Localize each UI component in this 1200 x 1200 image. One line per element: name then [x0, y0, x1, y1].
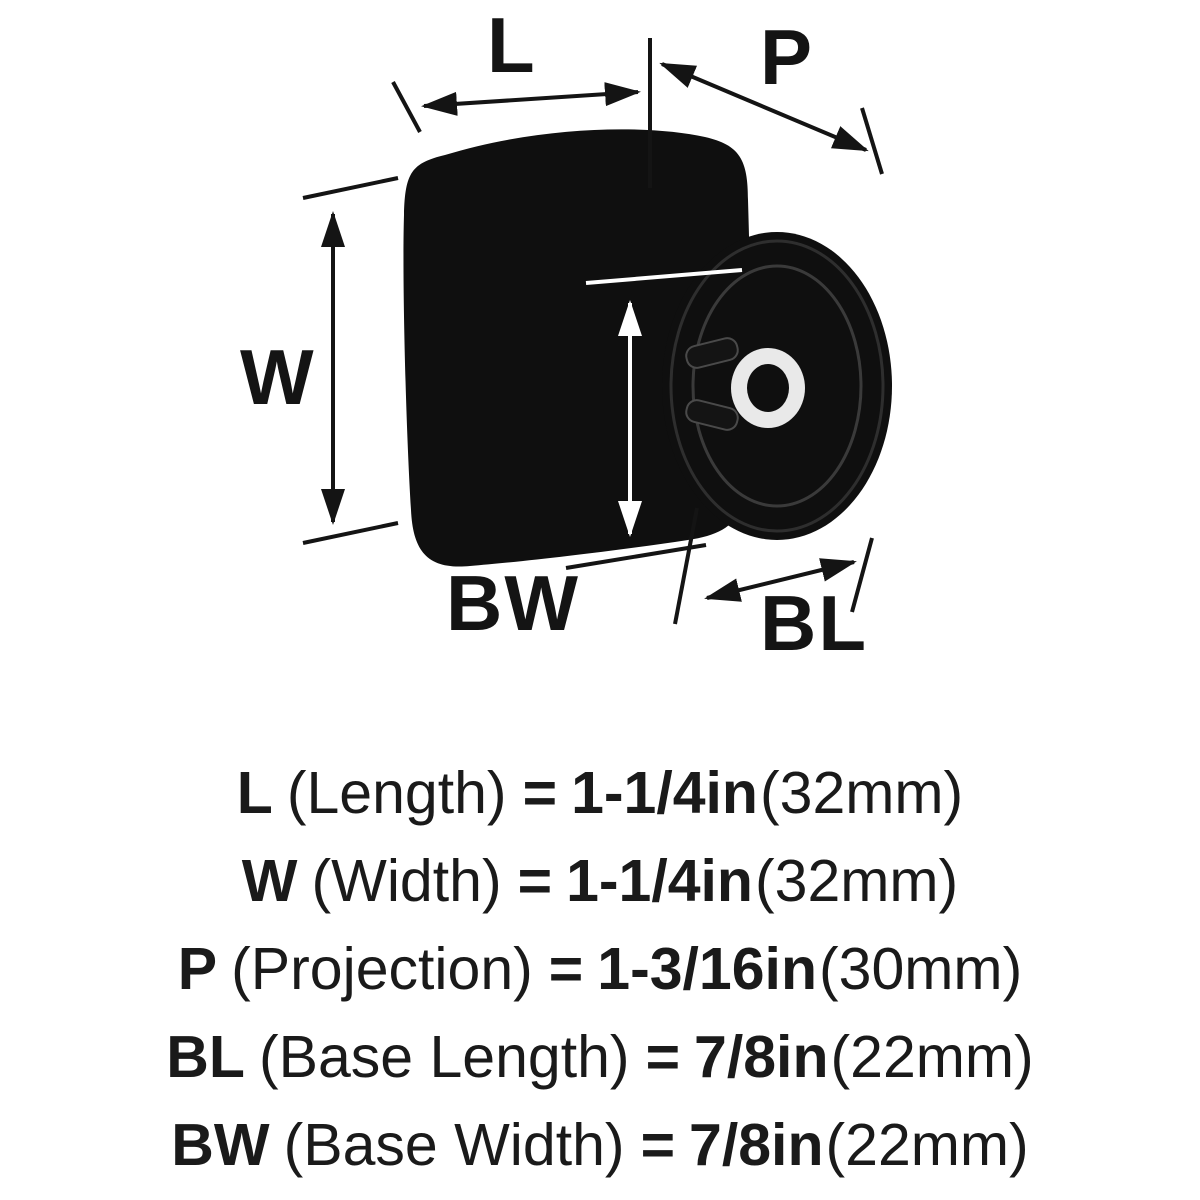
knob-front-face	[403, 129, 752, 567]
dimension-value-metric: (30mm)	[819, 936, 1023, 1002]
mount-hole	[747, 364, 789, 412]
legend-line-length: L (Length) = 1-1/4in (32mm)	[237, 752, 963, 834]
bl-dimension-arrow	[704, 558, 857, 602]
legend-line-base-width: BW (Base Width) = 7/8in (22mm)	[171, 1104, 1028, 1186]
equals-sign: =	[645, 1024, 681, 1090]
w-extension-top	[302, 176, 399, 200]
screw-tab-top	[685, 337, 739, 369]
dimension-value-imperial: 1-1/4in	[566, 848, 753, 914]
dimension-symbol: BL	[166, 1024, 245, 1090]
dimension-name: (Length)	[286, 760, 507, 826]
equals-sign: =	[548, 936, 584, 1002]
dimension-value-imperial: 7/8in	[694, 1024, 829, 1090]
dimension-value-imperial: 1-3/16in	[597, 936, 817, 1002]
bw-extension-bottom	[565, 543, 707, 570]
dimension-value-metric: (32mm)	[759, 760, 964, 826]
bl-extension-left	[673, 507, 699, 625]
base-inner-ring	[691, 264, 863, 508]
dimension-value-imperial: 1-1/4in	[571, 760, 758, 826]
bw-extension-top	[585, 268, 743, 285]
dimension-label-w: W	[240, 333, 316, 421]
equals-sign: =	[640, 1112, 676, 1178]
dimension-label-p: P	[760, 13, 814, 101]
equals-sign: =	[517, 848, 553, 914]
dimension-symbol: BW	[171, 1112, 270, 1178]
dimension-name: (Width)	[311, 848, 502, 914]
bw-dimension-group	[585, 268, 743, 537]
dimension-name: (Base Width)	[283, 1112, 625, 1178]
screw-tab-bottom	[685, 399, 739, 431]
dimension-value-metric: (22mm)	[825, 1112, 1029, 1178]
dimension-name: (Projection)	[231, 936, 533, 1002]
dimension-label-l: L	[487, 1, 537, 89]
dimension-legend: L (Length) = 1-1/4in (32mm) W (Width) = …	[0, 752, 1200, 1186]
legend-line-projection: P (Projection) = 1-3/16in (30mm)	[178, 928, 1022, 1010]
l-extension-left	[391, 81, 422, 133]
dimension-value-metric: (22mm)	[830, 1024, 1034, 1090]
base-rim-line	[669, 239, 885, 533]
dimension-label-bl: BL	[760, 579, 868, 667]
dimension-value-imperial: 7/8in	[689, 1112, 824, 1178]
p-dimension-arrow	[659, 62, 869, 152]
dimension-value-metric: (32mm)	[754, 848, 959, 914]
equals-sign: =	[522, 760, 558, 826]
dimension-symbol: L	[236, 760, 273, 826]
legend-line-width: W (Width) = 1-1/4in (32mm)	[242, 840, 958, 922]
knob-dimension-drawing: L P W BW BL	[240, 1, 892, 667]
dimension-symbol: P	[177, 936, 218, 1002]
dimension-name: (Base Length)	[258, 1024, 630, 1090]
dimension-label-bw: BW	[446, 559, 580, 647]
w-extension-bottom	[302, 521, 399, 545]
legend-line-base-length: BL (Base Length) = 7/8in (22mm)	[166, 1016, 1033, 1098]
l-dimension-arrow	[421, 82, 641, 116]
p-extension-right	[860, 107, 884, 175]
dimension-symbol: W	[241, 848, 298, 914]
dimension-lines-group	[302, 38, 884, 625]
bl-extension-right	[850, 537, 874, 613]
